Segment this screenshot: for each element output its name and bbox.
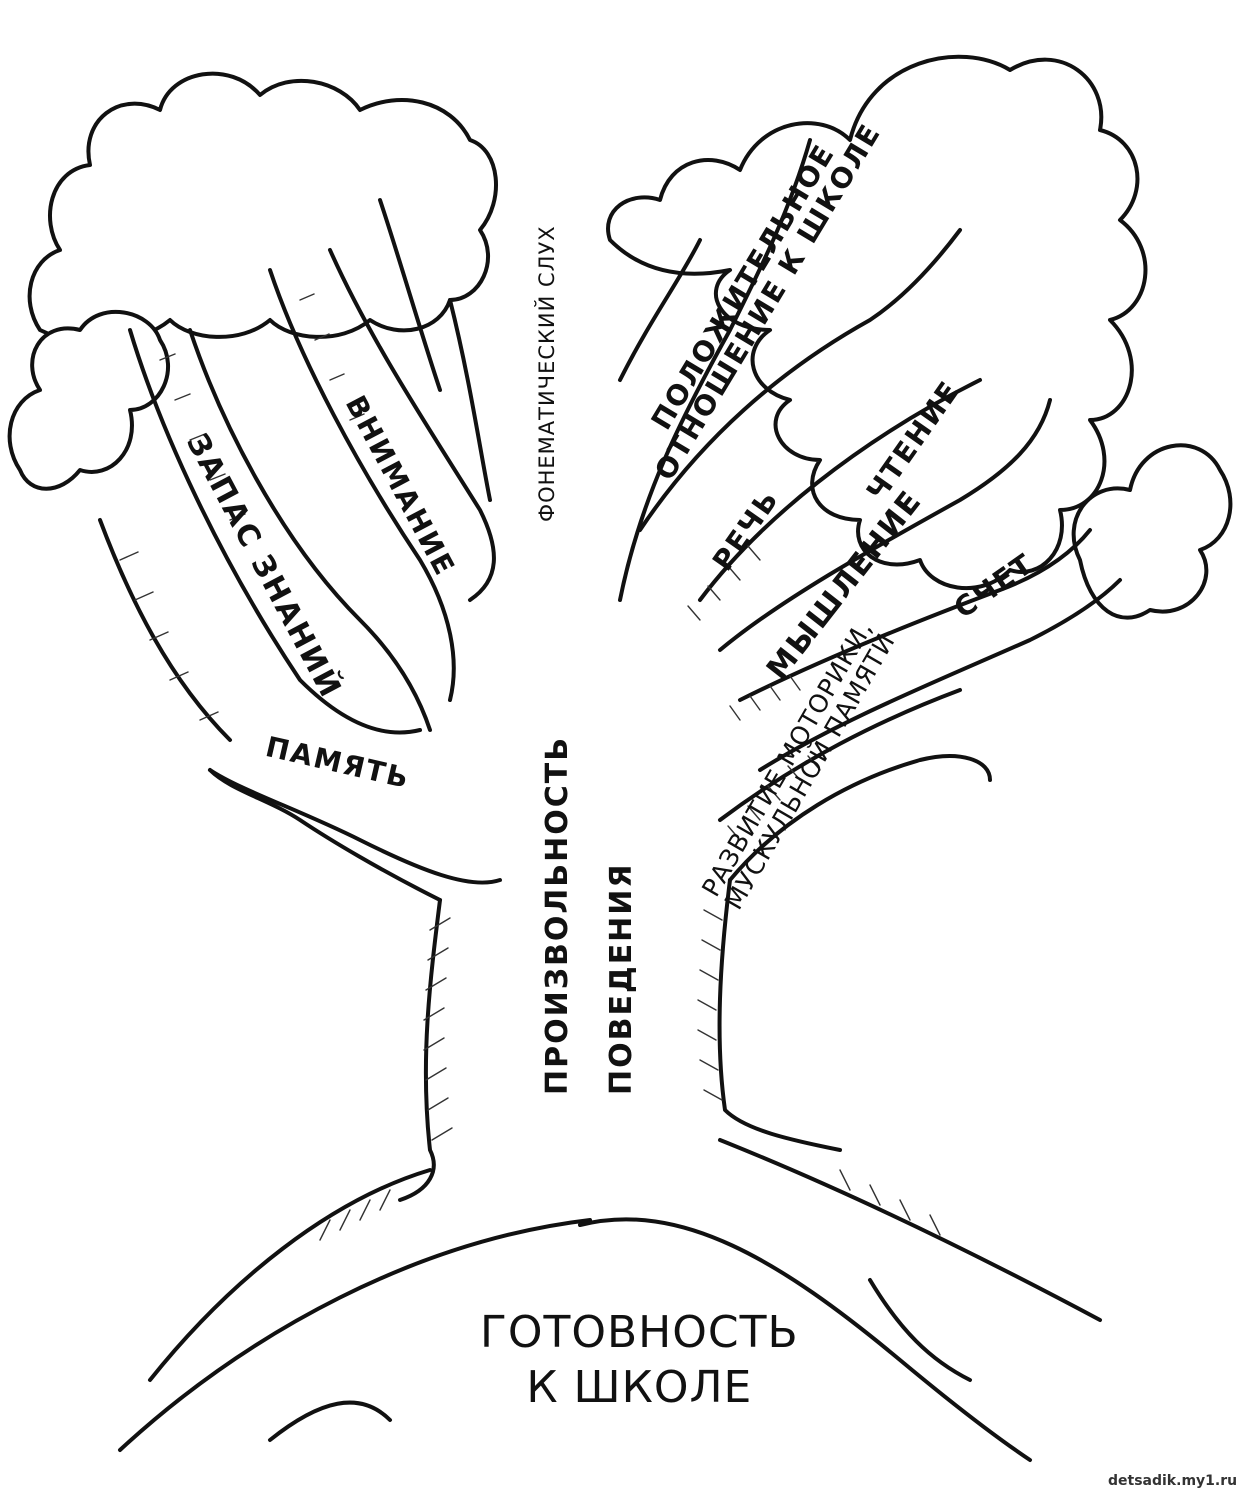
left-foliage <box>7 71 498 491</box>
trunk <box>398 878 842 1202</box>
watermark: detsadik.my1.ru <box>1108 1473 1238 1489</box>
right-branches <box>618 138 1122 882</box>
left-branches <box>98 198 502 902</box>
right-foliage <box>606 54 1233 620</box>
phonemic-label: ФОНЕМАТИЧЕСКИЙ СЛУХ <box>535 225 559 522</box>
root-label: ГОТОВНОСТЬ К ШКОЛЕ <box>480 1307 799 1413</box>
trunk-label-line2: ПОВЕДЕНИЯ <box>604 862 639 1096</box>
trunk-label-line1: ПРОИЗВОЛЬНОСТЬ <box>540 735 575 1095</box>
roots <box>118 1138 1102 1462</box>
